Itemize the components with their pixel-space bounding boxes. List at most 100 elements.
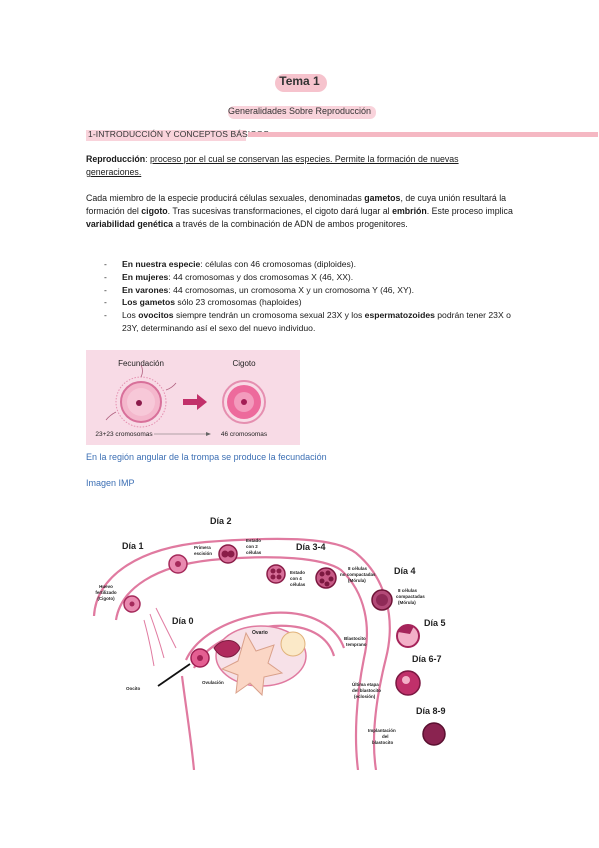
oocyte-icon	[190, 648, 210, 668]
label-primera: Primera	[194, 545, 211, 550]
label-dia2: Día 2	[210, 516, 232, 526]
label-estado2: Estado	[246, 538, 261, 543]
embryo-development-diagram: Día 1 Día 2 Día 3-4 Día 4 Día 0 Día 5 Dí…	[92, 516, 446, 770]
text-run: . Este proceso implica	[426, 206, 513, 216]
text-run: , de cuya unión resultará la formación d…	[86, 193, 507, 216]
page-title: Tema 1	[279, 74, 320, 88]
bold-term: En varones	[122, 284, 169, 295]
note-image: Imagen IMP	[86, 478, 135, 488]
text-run: : 44 cromosomas y dos cromosomas X (46, …	[168, 271, 354, 282]
bold-term: variabilidad genética	[86, 219, 174, 229]
label-escision: escisión	[194, 551, 212, 556]
label-celulas4: células	[290, 582, 306, 587]
label-huevo: Huevo	[99, 584, 113, 589]
title-highlight	[275, 74, 327, 92]
definition-text: proceso por el cual se conservan las esp…	[86, 154, 459, 177]
label-morula-a: (Mórula)	[348, 578, 366, 583]
label-del-blastocito: del blastocito	[352, 688, 381, 693]
text-run: : 44 cromosomas, un cromosoma X y un cro…	[168, 284, 414, 295]
note-fecundation: En la región angular de la trompa se pro…	[86, 452, 327, 462]
bold-term: En mujeres	[122, 271, 169, 282]
label-dia1: Día 1	[122, 541, 144, 551]
label-8cel-a: 8 células	[348, 566, 368, 571]
label-dia6-7: Día 6-7	[412, 654, 442, 664]
label-ovulacion: Ovulación	[202, 680, 224, 685]
bold-term: cigoto	[141, 206, 168, 216]
two-cell-icon	[218, 544, 238, 564]
label-implantacion: Implantación	[368, 728, 396, 733]
label-fecundacion: Fecundación	[118, 359, 164, 368]
blastocyst-early-icon	[396, 624, 420, 648]
page-subtitle: Generalidades Sobre Reproducción	[227, 106, 372, 116]
list-item: En mujeres: 44 cromosomas y dos cromosom…	[104, 271, 524, 284]
label-con2: con 2	[246, 544, 258, 549]
definition-paragraph: Reproducción: proceso por el cual se con…	[86, 153, 516, 179]
label-dia8-9: Día 8-9	[416, 706, 446, 716]
label-blastocito: Blastocito	[344, 636, 366, 641]
label-eclosion: (eclosión)	[354, 694, 376, 699]
label-ovario: Ovario	[252, 630, 268, 636]
morula-compacted-icon	[371, 589, 393, 611]
four-cell-icon	[266, 564, 286, 584]
section-heading-highlight	[86, 130, 246, 141]
label-estado4: Estado	[290, 570, 305, 575]
label-8cel-b: 8 células	[398, 588, 418, 593]
definition-sep: :	[145, 154, 151, 164]
label-no-compactadas: no compactadas	[340, 572, 376, 577]
subtitle-highlight	[228, 106, 376, 119]
label-dia0: Día 0	[172, 616, 194, 626]
chromosome-list: En nuestra especie: células con 46 cromo…	[104, 258, 524, 335]
blastocyst-late-icon	[395, 670, 421, 696]
label-temprano: temprano	[346, 642, 367, 647]
bold-term: ovocitos	[138, 310, 174, 321]
fimbriae-lines	[143, 607, 177, 667]
text-run: Los	[122, 310, 139, 321]
label-compactadas: compactadas	[396, 594, 425, 599]
intro-paragraph: Cada miembro de la especie producirá cél…	[86, 192, 516, 231]
label-dia3-4: Día 3-4	[296, 542, 326, 552]
bold-term: embrión	[392, 206, 427, 216]
text-run: podrán tener 23X o 23Y, determinando así…	[122, 310, 511, 333]
blastocyst-implant-icon	[422, 722, 446, 746]
bold-term: gametos	[364, 193, 401, 203]
bold-term: En nuestra especie	[122, 259, 201, 269]
label-cigoto: (Cigoto)	[97, 596, 115, 601]
text-run: siempre tendrán un cromosoma sexual 23X …	[173, 310, 365, 321]
section-heading: 1-INTRODUCCIÓN Y CONCEPTOS BÁSICOS	[88, 129, 269, 139]
label-dia5: Día 5	[424, 618, 446, 628]
label-del: del	[382, 734, 389, 739]
arrow-right-icon	[183, 394, 207, 410]
label-con4: con 4	[290, 576, 302, 581]
label-blastocito-impl: blastocito	[372, 740, 394, 745]
label-morula-b: (Mórula)	[398, 600, 416, 605]
fertilization-figure: Fecundación Cigoto 23+23 cromosomas 46 c…	[86, 350, 300, 445]
label-ultima-etapa: Última etapa	[352, 681, 379, 687]
first-cleavage-icon	[168, 554, 188, 574]
list-item: En nuestra especie: células con 46 cromo…	[104, 258, 524, 271]
label-cigoto: Cigoto	[232, 359, 256, 368]
definition-term: Reproducción	[86, 154, 146, 164]
small-arrow-icon	[206, 432, 211, 436]
label-dia4: Día 4	[394, 566, 416, 576]
egg-with-sperm-icon	[105, 364, 177, 428]
zygote-icon	[123, 595, 141, 613]
label-haploid-sum: 23+23 cromosomas	[95, 431, 153, 438]
label-celulas2: células	[246, 550, 262, 555]
list-item: En varones: 44 cromosomas, un cromosoma …	[104, 284, 524, 297]
label-fertilizado: fertilizado	[95, 590, 117, 595]
text-run: sólo 23 cromosomas (haploides)	[175, 297, 302, 308]
bold-term: espermatozoides	[364, 310, 435, 321]
text-run: a través de la combinación de ADN de amb…	[173, 219, 408, 229]
text-run: . Tras sucesivas transformaciones, el ci…	[167, 206, 393, 216]
list-item: Los gametos sólo 23 cromosomas (haploide…	[104, 296, 524, 309]
section-divider	[248, 132, 598, 137]
oocyte-pointer	[157, 663, 191, 687]
label-oocito: Oocito	[126, 686, 141, 691]
bold-term: Los gametos	[122, 297, 176, 308]
text-run: : células con 46 cromosomas (diploides).	[200, 259, 357, 269]
text-run: Cada miembro de la especie producirá cél…	[86, 193, 365, 203]
morula-uncompacted-icon	[315, 567, 337, 589]
label-diploid: 46 cromosomas	[221, 431, 268, 438]
zygote-icon	[222, 380, 266, 424]
ovary-icon	[213, 625, 307, 697]
